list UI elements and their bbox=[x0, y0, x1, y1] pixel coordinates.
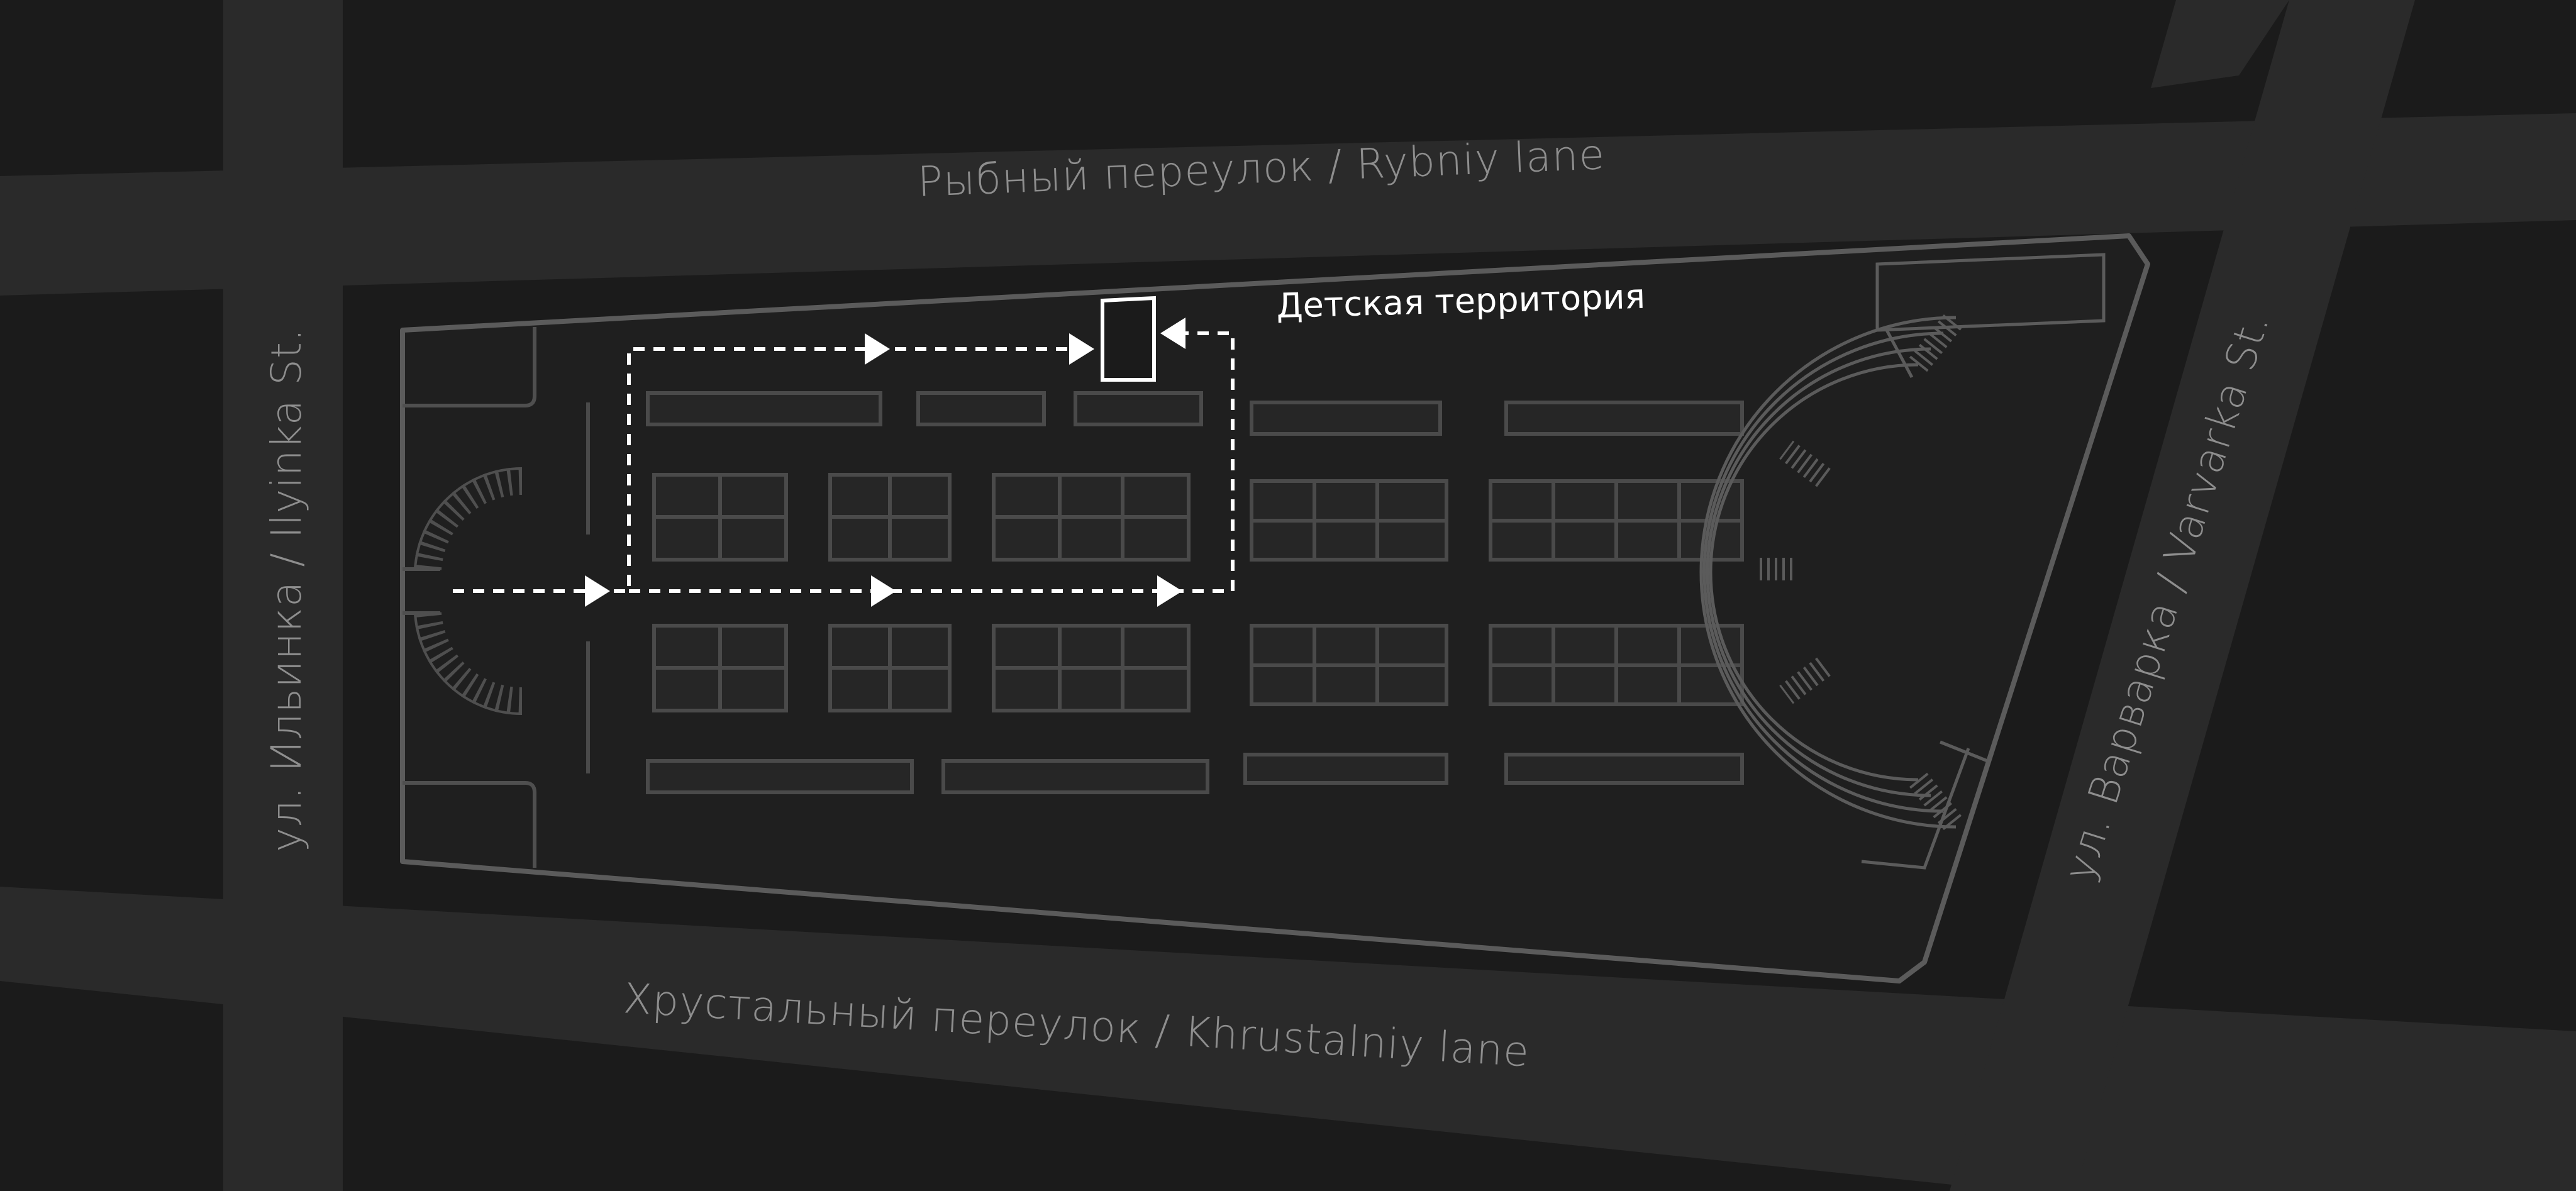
stall-block bbox=[1243, 753, 1448, 785]
stall-row-bottom bbox=[646, 753, 1744, 794]
stall-block bbox=[646, 391, 882, 426]
amphitheatre-stairs bbox=[1755, 310, 1965, 834]
kids-area-marker-icon[interactable] bbox=[1101, 296, 1156, 382]
stage-platform bbox=[1875, 253, 2106, 332]
amphitheatre-edge bbox=[1940, 740, 1988, 763]
stall-row-top bbox=[646, 391, 1744, 436]
entrance-wall-top bbox=[402, 327, 536, 407]
route-loop bbox=[629, 331, 1235, 593]
triangle-arrow-icon bbox=[1160, 318, 1185, 349]
street-label-ilyinka: ул. Ильинка / Ilyinka St. bbox=[262, 328, 311, 852]
amphitheatre-ring-1 bbox=[1709, 363, 1919, 782]
route-path bbox=[453, 347, 1094, 593]
road-ilyinka bbox=[223, 0, 343, 1191]
entrance-wall-bottom bbox=[402, 781, 536, 868]
stall-block bbox=[916, 391, 1046, 426]
stall-block bbox=[646, 759, 914, 794]
stall-block bbox=[1074, 391, 1203, 426]
stall-partitions bbox=[654, 475, 1742, 711]
left-entrance bbox=[402, 327, 536, 868]
road-khrustalniy bbox=[0, 887, 2576, 1191]
triangle-arrow-icon bbox=[871, 575, 896, 607]
amphitheatre-ring-4 bbox=[1699, 316, 1957, 829]
stall-block bbox=[1250, 401, 1442, 436]
road-rybniy bbox=[0, 113, 2576, 296]
kids-area-label[interactable]: Детская территория bbox=[1276, 277, 1646, 326]
stall-block bbox=[1504, 753, 1744, 785]
triangle-arrow-icon bbox=[585, 575, 610, 607]
route bbox=[453, 296, 1235, 607]
amphitheatre bbox=[1699, 253, 2106, 870]
amphitheatre-ring-2 bbox=[1706, 347, 1931, 797]
stall-block bbox=[1504, 401, 1744, 436]
amphitheatre-ring-3 bbox=[1702, 331, 1944, 813]
entrance-stair-outline bbox=[414, 467, 523, 716]
stall-blocks bbox=[646, 391, 1744, 794]
triangle-arrow-icon bbox=[865, 333, 890, 365]
road-varvarka bbox=[1950, 0, 2415, 1191]
triangle-arrow-icon bbox=[585, 318, 1185, 607]
stall-block bbox=[941, 759, 1209, 794]
amphitheatre-ramp bbox=[1861, 748, 1970, 870]
road-top-right bbox=[2151, 0, 2289, 88]
triangle-arrow-icon bbox=[1069, 333, 1094, 365]
triangle-arrow-icon bbox=[1157, 575, 1182, 607]
building bbox=[400, 233, 2150, 983]
amphitheatre-entry bbox=[1885, 329, 1914, 379]
